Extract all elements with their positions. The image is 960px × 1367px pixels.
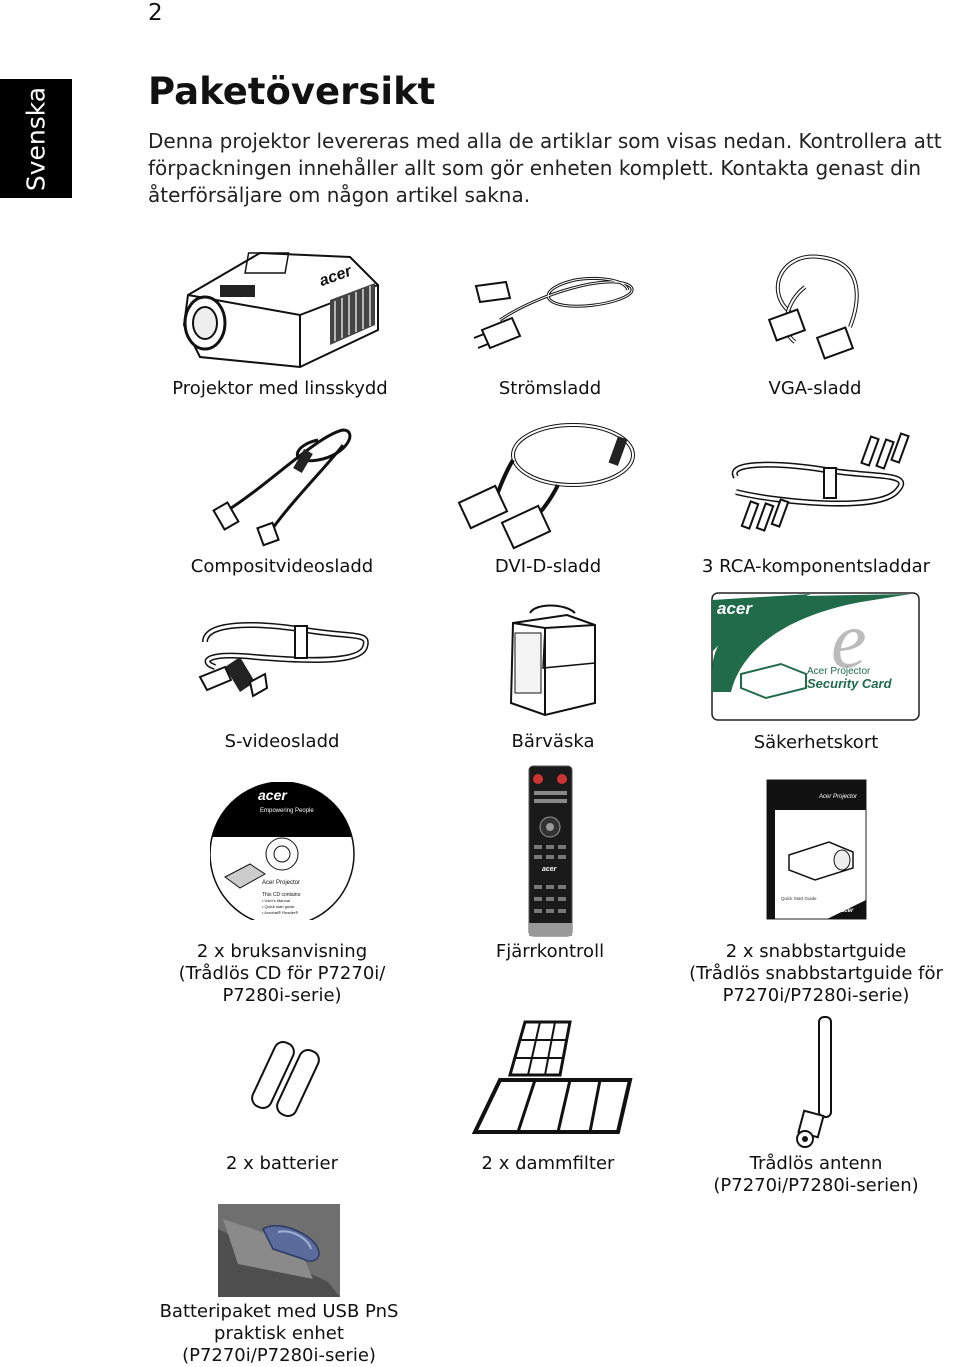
power-cord-image — [473, 276, 634, 350]
guide-footer: Quick Start Guide — [781, 896, 817, 901]
battery-pack-image — [218, 1204, 340, 1297]
quick-guide-label-line3: P7270i/P7280i-serie) — [722, 985, 910, 1006]
batteries-image — [251, 1041, 320, 1117]
quick-guide-label-line2: (Trådlös snabbstartguide för — [689, 963, 943, 984]
dvi-cable-image — [457, 423, 635, 550]
quick-guide-label-line1: 2 x snabbstartguide — [725, 941, 907, 962]
antenna-label: Trådlös antenn (P7270i/P7280i-serien) — [676, 1153, 956, 1197]
rca-cable-image — [731, 432, 910, 532]
battery-pack-label: Batteripaket med USB PnS praktisk enhet … — [139, 1301, 419, 1367]
manual-cd-image: acer Empowering People Acer Projector Th… — [210, 782, 355, 920]
intro-paragraph: Denna projektor levereras med alla de ar… — [148, 129, 942, 207]
svideo-cable-image — [198, 622, 369, 698]
carry-bag-image — [509, 604, 596, 717]
composite-cable-image — [212, 428, 352, 547]
cd-content-1: • User's Manual — [262, 898, 290, 903]
dust-filter-label: 2 x dammfilter — [481, 1153, 615, 1174]
security-card-label: Säkerhetskort — [753, 732, 879, 753]
cd-content-3: • Acrobat® Reader® — [262, 910, 298, 915]
batteries-label: 2 x batterier — [225, 1153, 339, 1174]
quick-guide-image: Acer Projector Quick Start Guide acer — [766, 779, 867, 920]
cd-brand-logo: acer — [258, 787, 288, 803]
card-line2: Security Card — [807, 676, 893, 691]
antenna-label-line2: (P7270i/P7280i-serien) — [713, 1175, 919, 1196]
quick-guide-label: 2 x snabbstartguide (Trådlös snabbstartg… — [676, 941, 956, 1007]
dust-filter-image — [471, 1020, 633, 1134]
side-tab-label: Svenska — [21, 86, 51, 192]
card-line1: Acer Projector — [807, 666, 871, 677]
battery-pack-label-line1: Batteripaket med USB PnS — [159, 1301, 399, 1322]
composite-cable-label: Compositvideosladd — [190, 556, 374, 577]
page-title: Paketöversikt — [148, 70, 436, 113]
battery-pack-label-line3: (P7270i/P7280i-serie) — [182, 1345, 376, 1366]
projector-image: acer — [182, 251, 379, 369]
remote-label: Fjärrkontroll — [495, 941, 605, 962]
vga-cable-label: VGA-sladd — [768, 378, 862, 399]
power-cord-label: Strömsladd — [498, 378, 602, 399]
security-card-image: acer e Acer Projector Security Card — [711, 592, 920, 721]
svideo-cable-label: S-videosladd — [224, 731, 340, 752]
projector-label: Projektor med linsskydd — [172, 378, 388, 399]
carry-bag-label: Bärväska — [511, 731, 595, 752]
cd-tagline: Empowering People — [260, 808, 314, 814]
manual-cd-label: 2 x bruksanvisning (Trådlös CD för P7270… — [142, 941, 422, 1007]
cd-contents-title: This CD contains: — [262, 892, 301, 898]
remote-brand-logo: acer — [542, 866, 558, 873]
remote-image: acer — [528, 765, 573, 937]
card-e-glyph: e — [831, 597, 867, 685]
cd-title: Acer Projector — [262, 880, 300, 886]
dvi-cable-label: DVI-D-sladd — [494, 556, 602, 577]
rca-cable-label: 3 RCA-komponentsladdar — [701, 556, 931, 577]
cd-content-2: • Quick start guide — [262, 904, 295, 909]
guide-header: Acer Projector — [818, 794, 858, 800]
manual-cd-label-line3: P7280i-serie) — [222, 985, 342, 1006]
manual-cd-label-line1: 2 x bruksanvisning — [196, 941, 368, 962]
language-side-tab: Svenska — [0, 79, 72, 198]
battery-pack-label-line2: praktisk enhet — [214, 1323, 344, 1344]
antenna-image — [796, 1016, 832, 1148]
card-brand-logo: acer — [717, 599, 753, 618]
antenna-label-line1: Trådlös antenn — [749, 1153, 883, 1174]
vga-cable-image — [767, 254, 859, 360]
manual-cd-label-line2: (Trådlös CD för P7270i/ — [178, 963, 386, 984]
page-number: 2 — [148, 0, 163, 26]
guide-brand-logo: acer — [841, 908, 854, 914]
